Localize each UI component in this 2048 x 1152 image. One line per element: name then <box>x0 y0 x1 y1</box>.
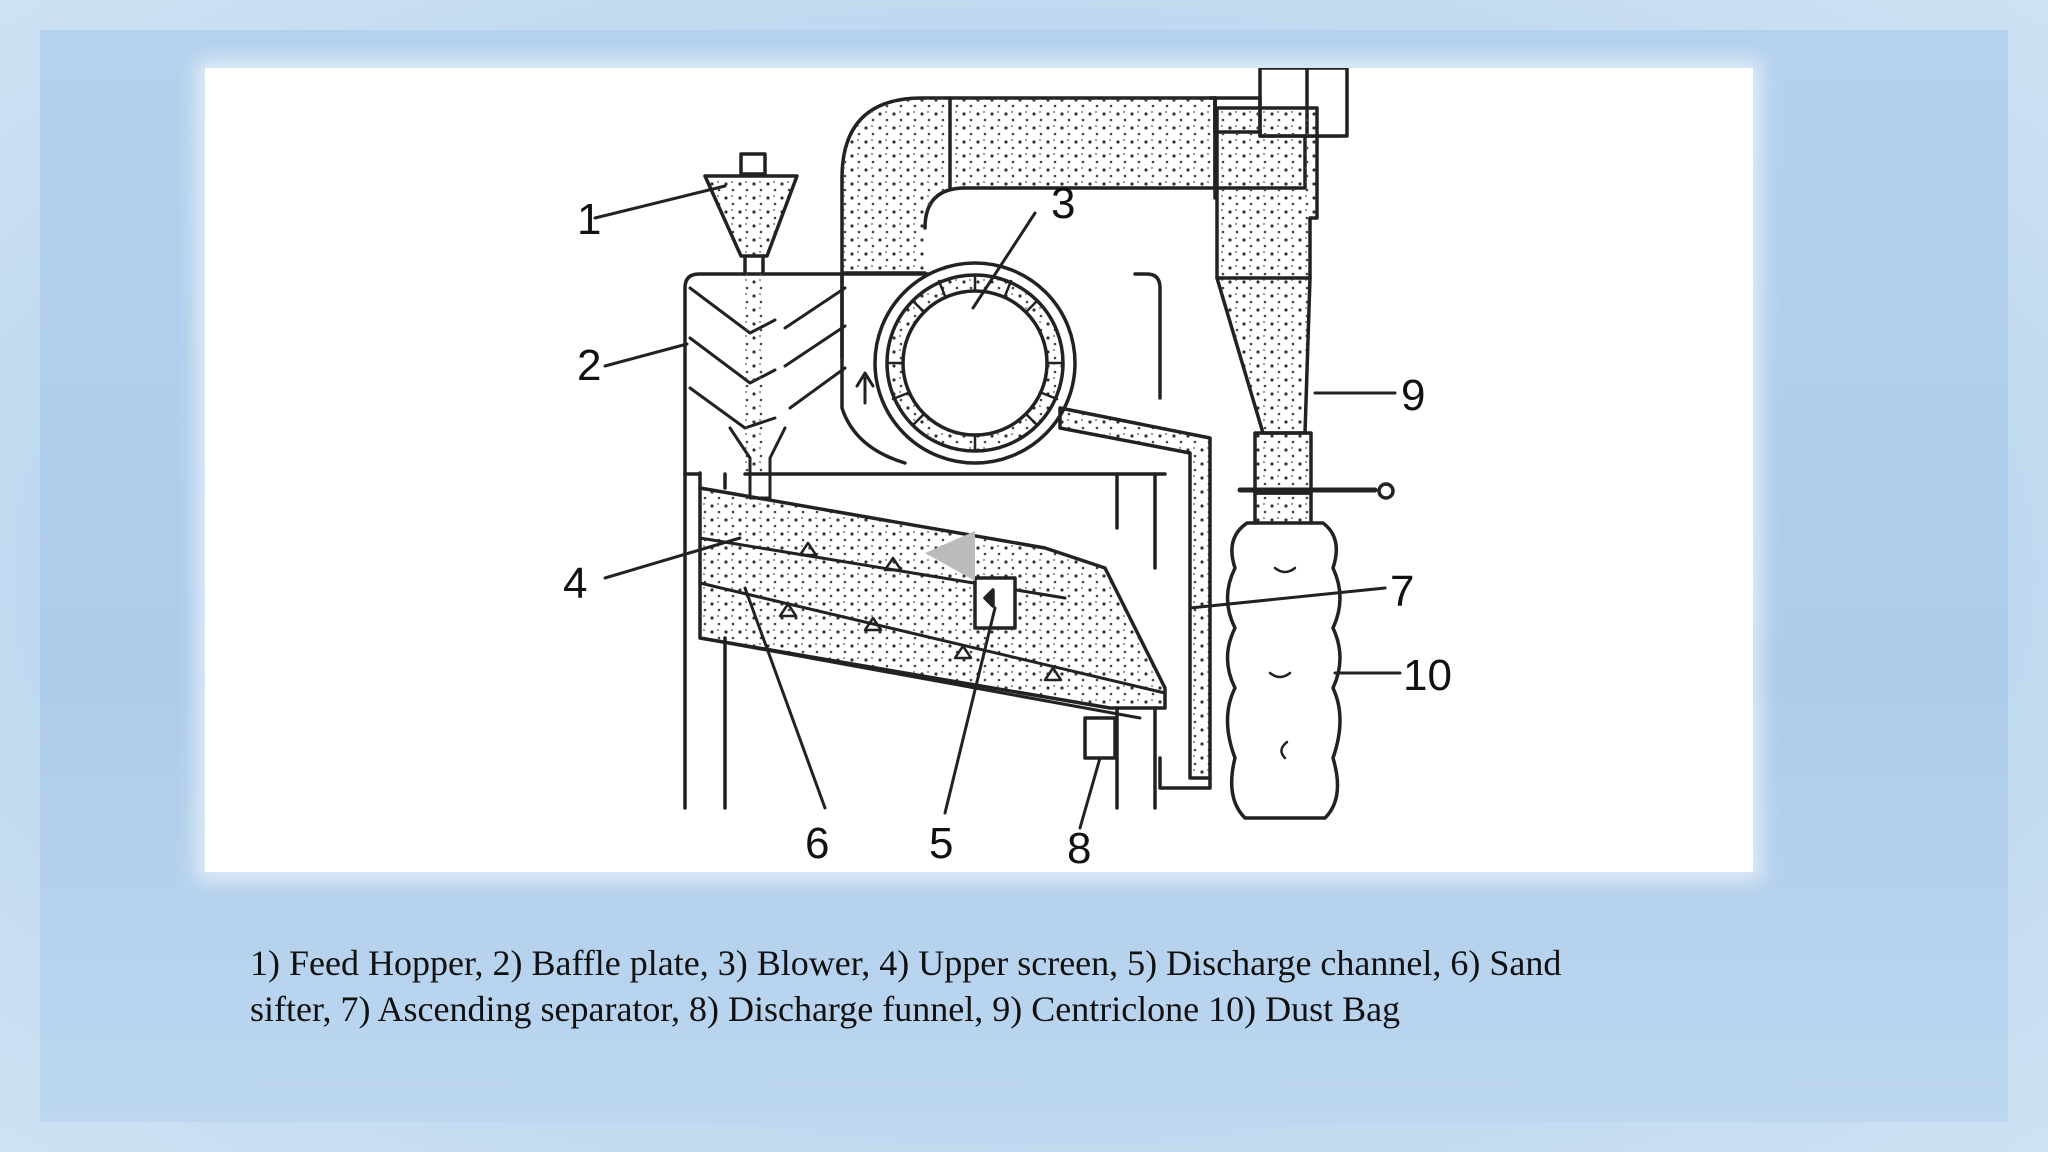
diagram-panel: 1 2 3 4 5 6 7 8 9 10 <box>205 68 1753 872</box>
baffle-plate <box>688 286 847 430</box>
caption-line-2: sifter, 7) Ascending separator, 8) Disch… <box>250 989 1401 1029</box>
label-4: 4 <box>563 559 587 608</box>
blower <box>855 261 1077 465</box>
feed-hopper <box>703 152 799 276</box>
seed-cleaner-diagram: 1 2 3 4 5 6 7 8 9 10 <box>563 68 1452 872</box>
label-7: 7 <box>1390 567 1414 616</box>
label-8: 8 <box>1067 824 1091 872</box>
label-10: 10 <box>1403 651 1452 700</box>
caption-line-1: 1) Feed Hopper, 2) Baffle plate, 3) Blow… <box>250 943 1562 983</box>
screen-assembly <box>698 471 1167 720</box>
label-9: 9 <box>1401 371 1425 420</box>
main-housing <box>683 272 952 476</box>
diagram-caption: 1) Feed Hopper, 2) Baffle plate, 3) Blow… <box>250 940 1750 1032</box>
part-labels: 1 2 3 4 5 6 7 8 9 10 <box>563 179 1452 872</box>
frame-legs <box>683 472 1157 810</box>
label-1: 1 <box>577 195 601 244</box>
label-2: 2 <box>577 341 601 390</box>
centriclone <box>1213 68 1395 535</box>
dust-bag <box>1225 521 1342 820</box>
discharge-funnel <box>1083 716 1117 760</box>
label-6: 6 <box>805 819 829 868</box>
label-3: 3 <box>1051 179 1075 228</box>
label-5: 5 <box>929 819 953 868</box>
ascending-separator <box>1058 406 1212 790</box>
